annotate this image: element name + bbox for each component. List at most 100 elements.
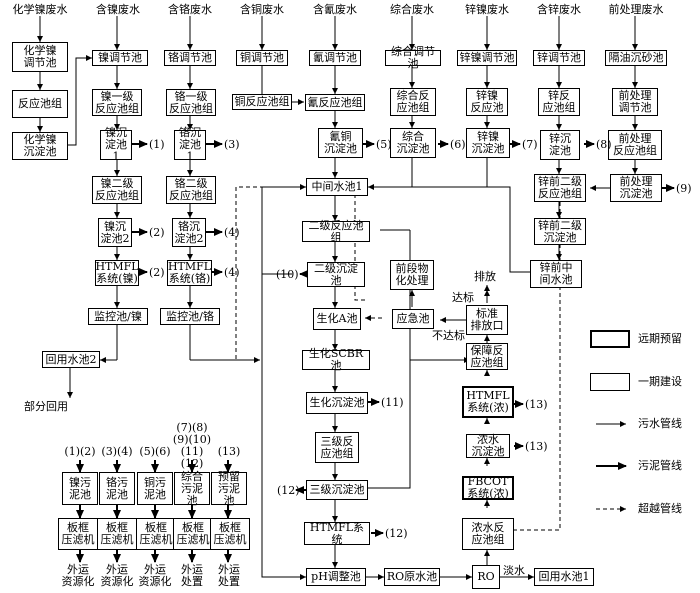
label-3: (3) <box>224 138 240 151</box>
pretreatment-reaction-tank-group: 前处理 反应池组 <box>608 130 662 160</box>
composite-regulating-tank: 综合调节池 <box>385 46 441 70</box>
chromium-secondary-reaction-group: 铬二级 反应池组 <box>166 176 216 204</box>
label-8: (8) <box>596 138 612 151</box>
header-chromium-wastewater: 含铬废水 <box>168 3 212 16</box>
chromium-monitoring-pool: 监控池/铬 <box>160 308 220 325</box>
label-5: (5) <box>376 138 392 151</box>
legend-phase1-box <box>590 373 630 391</box>
biochemical-scbr-tank: 生化SCBR池 <box>302 348 370 372</box>
plate-frame-filter-press-3: 板框 压滤机 <box>136 518 176 550</box>
tertiary-sedimentation-tank: 三级沉淀池 <box>306 480 368 500</box>
chemical-nickel-sedimentation-tank: 化学镍 沉淀池 <box>12 132 68 160</box>
htmfl-system-chromium: HTMFL 系统(铬) <box>167 260 212 286</box>
guarantee-reaction-tank-group: 保障反 应池组 <box>466 343 508 370</box>
legend-future-label: 远期预留 <box>638 332 682 345</box>
chromium-sludge-pool: 铬污 泥池 <box>99 472 135 505</box>
legend-phase1-label: 一期建设 <box>638 375 682 388</box>
header-copper-wastewater: 含铜废水 <box>240 3 284 16</box>
plate-frame-filter-press-5: 板框 压滤机 <box>210 518 250 550</box>
header-nickel-wastewater: 含镍废水 <box>96 3 140 16</box>
legend-sewage-label: 污水管线 <box>638 417 682 430</box>
partial-reuse-label: 部分回用 <box>24 400 68 413</box>
label-6: (6) <box>450 138 466 151</box>
tertiary-reaction-tank-group: 三级反 应池组 <box>315 432 359 463</box>
composite-reaction-tank-group: 综合反 应池组 <box>390 88 436 116</box>
zinc-pre-secondary-reaction-group: 锌前二级 反应池组 <box>534 174 586 202</box>
concentrate-reaction-tank-group: 浓水反 应池组 <box>462 518 514 550</box>
label-13: (13) <box>525 398 548 411</box>
discharge-label: 排放 <box>474 270 496 283</box>
cyanide-regulating-tank: 氰调节池 <box>309 50 361 66</box>
standard-discharge-outlet: 标准 排放口 <box>466 305 508 335</box>
sludge-source-copper: (5)(6) <box>139 445 171 458</box>
label-10: (10) <box>276 268 299 281</box>
plate-frame-filter-press-2: 板框 压滤机 <box>97 518 137 550</box>
biochemical-sedimentation-tank: 生化沉淀池 <box>306 392 368 414</box>
plate-frame-filter-press-1: 板框 压滤机 <box>58 518 98 550</box>
header-zinc-nickel-wastewater: 锌镍废水 <box>465 3 509 16</box>
fbcot-system-concentrate: FBCOT 系统(浓) <box>462 476 514 500</box>
zinc-nickel-reaction-tank: 锌镍 反应池 <box>466 88 508 116</box>
cyanide-reaction-tank-group: 氰反应池组 <box>305 94 365 111</box>
zinc-reaction-tank-group: 锌反 应池组 <box>538 88 580 116</box>
composite-sludge-pool: 综合 污泥池 <box>174 470 210 506</box>
nickel-secondary-reaction-group: 镍二级 反应池组 <box>92 176 142 204</box>
copper-reaction-tank-group: 铜反应池组 <box>232 94 292 110</box>
chemical-nickel-reaction-tank-group: 反应池组 <box>12 90 68 118</box>
htmfl-system: HTMFL系统 <box>304 521 370 545</box>
pretreatment-regulating-tank: 前处理 调节池 <box>612 88 658 116</box>
nickel-monitoring-pool: 监控池/镍 <box>88 308 148 325</box>
outlet-disposal-2: 外运 处置 <box>218 563 240 588</box>
header-cyanide-wastewater: 含氰废水 <box>313 3 357 16</box>
label-9: (9) <box>676 182 692 195</box>
legend-future-box <box>590 330 630 348</box>
zinc-pre-intermediate-pool: 锌前中 间水池 <box>530 260 582 288</box>
legend-bypass-label: 超越管线 <box>638 502 682 515</box>
label-12b: (12) <box>385 527 408 540</box>
label-7: (7) <box>522 138 538 151</box>
chromium-regulating-tank: 铬调节池 <box>164 50 216 66</box>
sludge-source-chromium: (3)(4) <box>101 445 133 458</box>
sludge-source-nickel: (1)(2) <box>64 445 96 458</box>
not-up-to-standard-label: 不达标 <box>432 329 465 342</box>
up-to-standard-label: 达标 <box>452 291 474 304</box>
zinc-nickel-sedimentation-tank: 锌镍 沉淀池 <box>466 128 510 158</box>
header-composite-wastewater: 综合废水 <box>390 3 434 16</box>
zinc-regulating-tank: 锌调节池 <box>533 50 585 66</box>
sludge-source-reserved: (13) <box>217 445 241 458</box>
outlet-resource-1: 外运 资源化 <box>61 563 95 588</box>
reserved-sludge-pool: 预留 污泥池 <box>211 470 247 506</box>
chromium-sedimentation-tank-1: 铬沉 淀池1 <box>174 127 206 163</box>
label-2: (2) <box>149 226 165 239</box>
concentrate-sedimentation-tank: 浓水 沉淀池 <box>466 434 510 458</box>
label-11: (11) <box>381 396 404 409</box>
biochemical-a-tank: 生化A池 <box>313 308 361 330</box>
secondary-sedimentation-tank: 二级沉淀池 <box>307 262 365 287</box>
oil-separation-grit-tank: 隔油沉砂池 <box>605 50 667 66</box>
nickel-primary-reaction-group: 镍一级 反应池组 <box>92 89 142 116</box>
outlet-disposal-1: 外运 处置 <box>181 563 203 588</box>
zinc-pre-secondary-sedimentation-tank: 锌前二级 沉淀池 <box>534 218 586 245</box>
nickel-sedimentation-tank-2: 镍沉 淀池2 <box>98 218 132 247</box>
label-12: (12) <box>277 484 300 497</box>
header-pretreatment-wastewater: 前处理废水 <box>608 3 664 16</box>
composite-sedimentation-tank: 综合 沉淀池 <box>390 128 436 158</box>
zinc-nickel-regulating-tank: 锌镍调节池 <box>457 50 517 66</box>
htmfl-system-nickel: HTMFL 系统(镍) <box>95 260 139 286</box>
label-1: (1) <box>149 138 165 151</box>
chromium-sedimentation-tank-2: 铬沉 淀池2 <box>172 218 206 247</box>
fresh-water-label: 淡水 <box>503 564 525 577</box>
nickel-sedimentation-tank-1: 镍沉 淀池1 <box>100 127 132 163</box>
copper-sludge-pool: 铜污 泥池 <box>137 472 173 505</box>
cyanide-copper-sedimentation-tank: 氰铜 沉淀池 <box>318 128 363 158</box>
label-13b: (13) <box>525 440 548 453</box>
copper-regulating-tank: 铜调节池 <box>236 50 288 66</box>
zinc-sedimentation-tank: 锌沉 淀池 <box>540 130 580 160</box>
plate-frame-filter-press-4: 板框 压滤机 <box>173 518 213 550</box>
chemical-nickel-regulating-tank: 化学镍 调节池 <box>12 42 68 72</box>
label-2b: (2) <box>149 266 165 279</box>
front-stage-physicochemical-treatment: 前段物 化处理 <box>390 260 434 290</box>
label-4: (4) <box>224 226 240 239</box>
